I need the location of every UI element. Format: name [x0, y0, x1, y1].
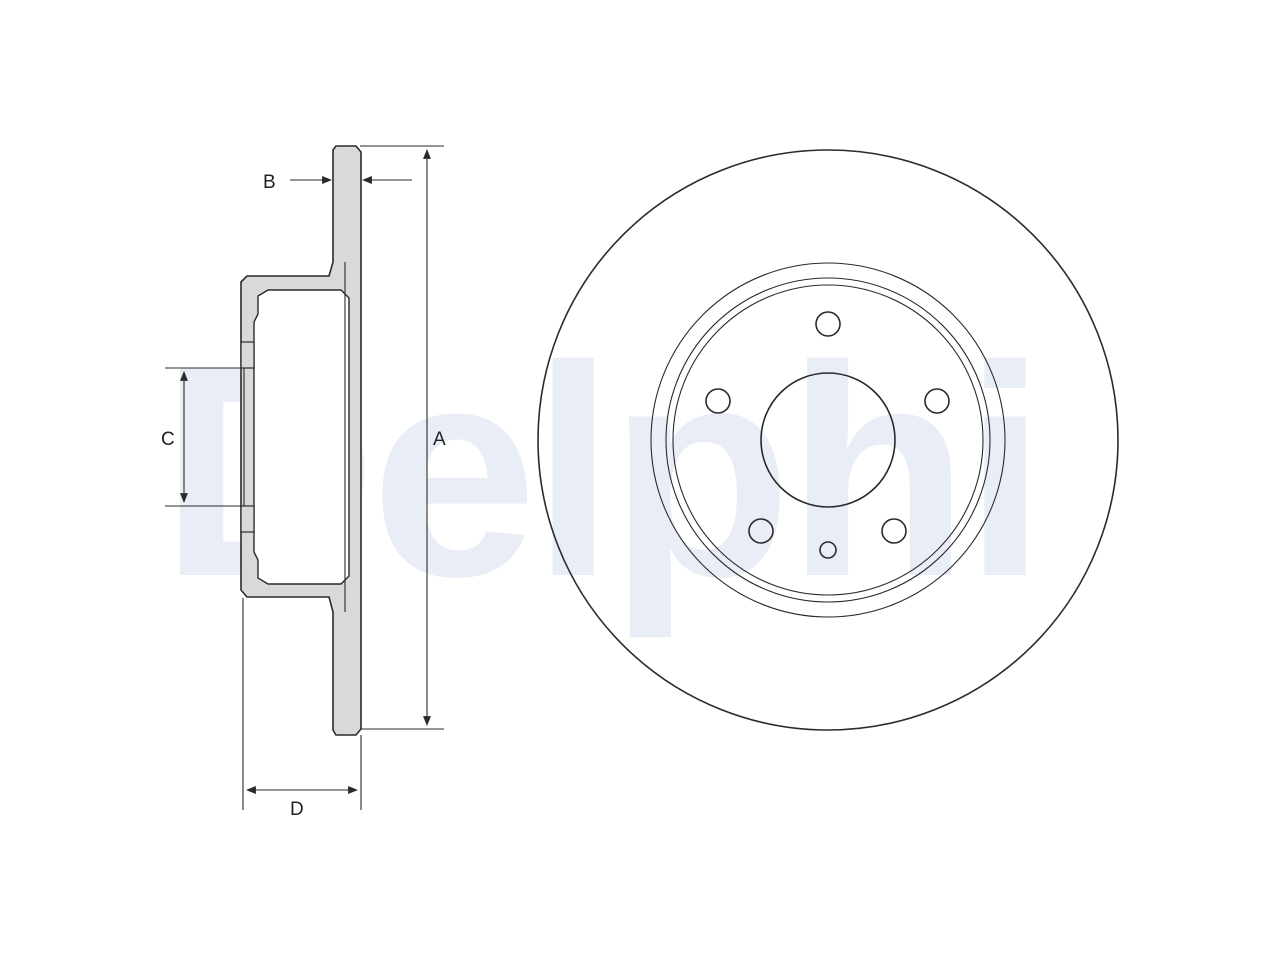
disc-side-section	[240, 145, 362, 736]
bolt-hole-top	[815, 311, 841, 337]
label-c: C	[161, 429, 175, 450]
disc-section-inner-cavity	[253, 289, 350, 585]
label-b: B	[263, 172, 276, 193]
bolt-hole-upper-right	[924, 388, 950, 414]
hub-step-bottom	[240, 505, 255, 533]
dimension-c: C	[161, 367, 244, 507]
hat-ring-2	[665, 277, 991, 603]
label-a: A	[433, 429, 446, 450]
hat-ring-3	[672, 284, 984, 596]
centre-bore	[760, 372, 896, 508]
bolt-hole-upper-left	[705, 388, 731, 414]
bolt-hole-lower-right	[881, 518, 907, 544]
disc-outer-edge	[537, 149, 1119, 731]
dimension-d: D	[242, 598, 362, 820]
hat-outer-ring	[650, 262, 1006, 618]
bolt-hole-lower-left	[748, 518, 774, 544]
dimension-a: A	[360, 145, 446, 730]
locating-hole	[819, 541, 837, 559]
hub-step-top	[240, 341, 255, 369]
disc-front-view	[537, 149, 1119, 731]
label-d: D	[290, 799, 304, 820]
dimension-b: B	[263, 172, 412, 193]
